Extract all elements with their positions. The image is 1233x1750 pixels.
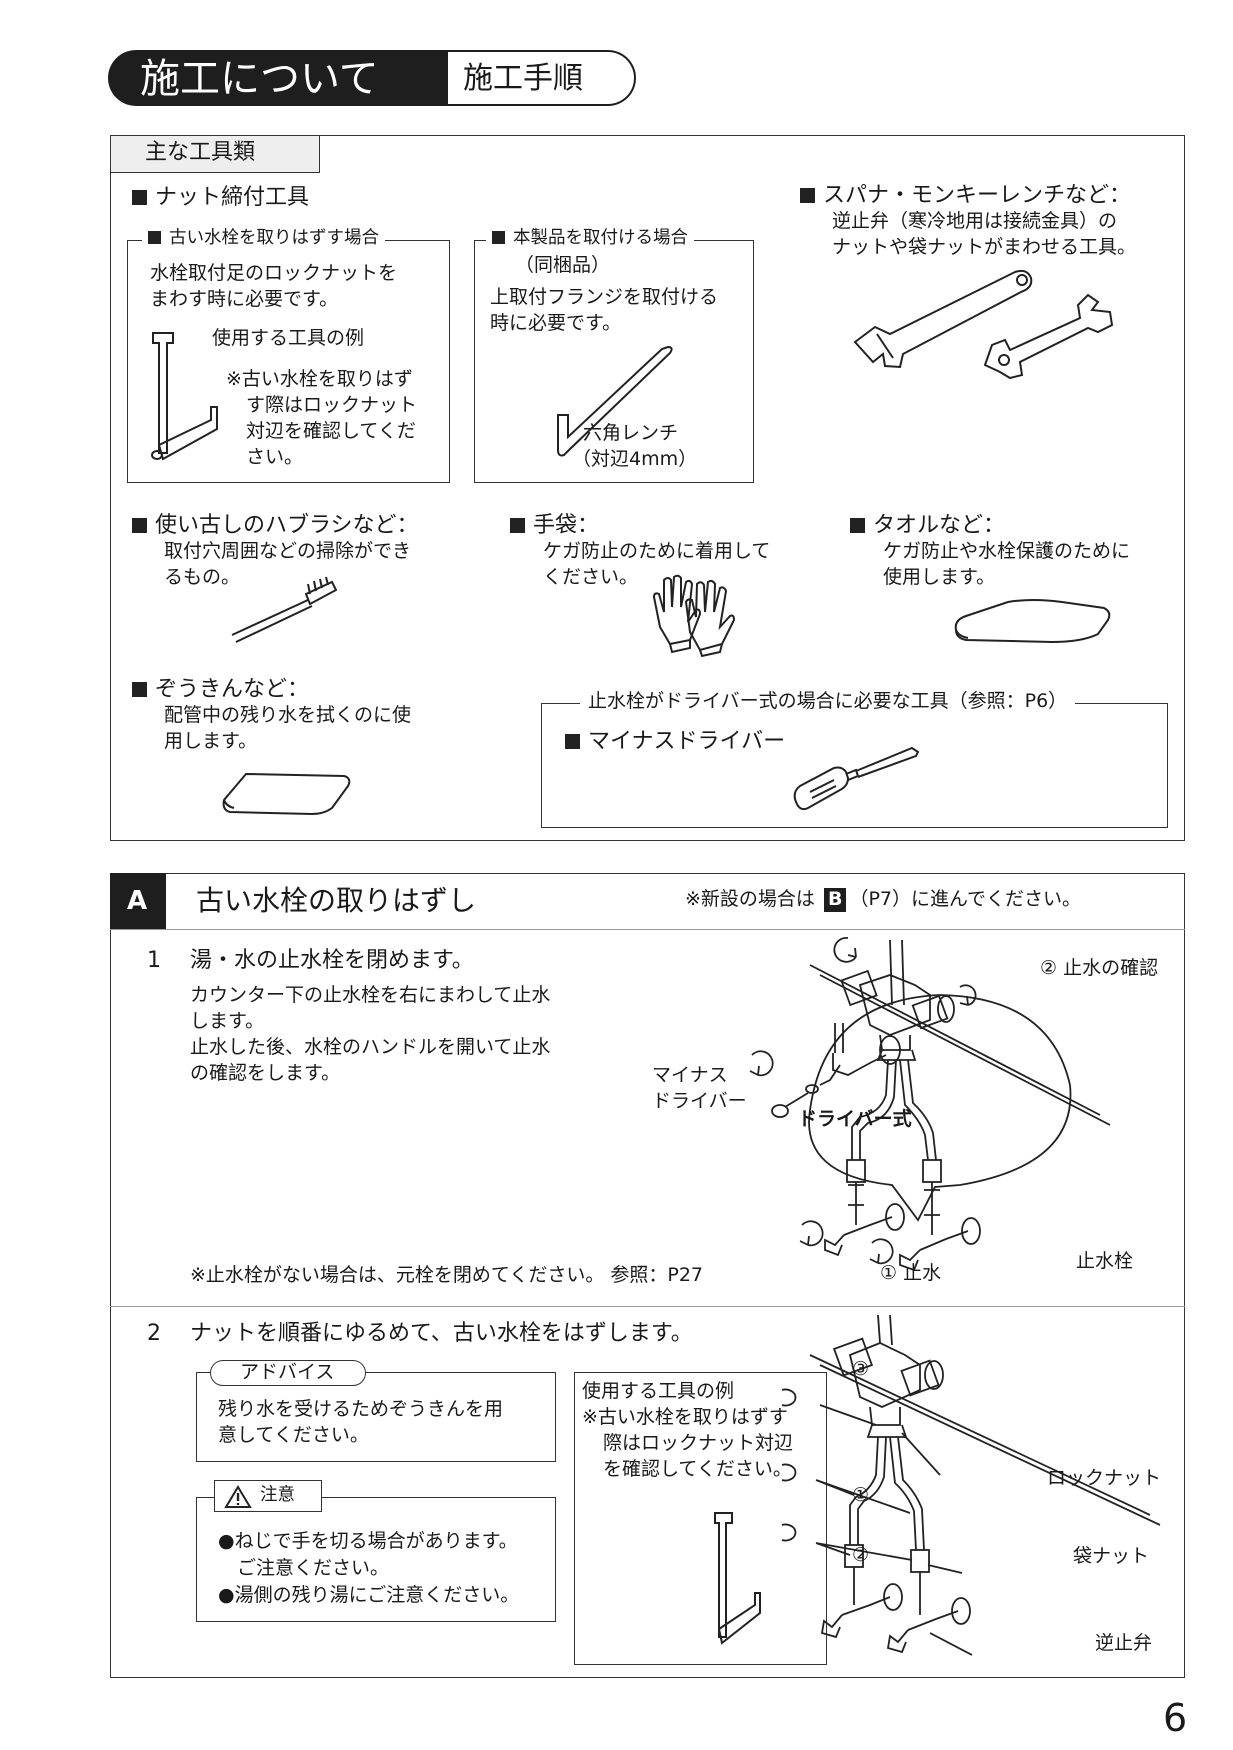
step1-desc3: 止水した後、水栓のハンドルを開いて止水 <box>190 1036 551 1058</box>
driver-heading: マイナスドライバー <box>565 728 785 756</box>
monkey-wrench-icon <box>853 269 1033 369</box>
section-a-badge-letter: A <box>127 886 148 916</box>
label-driver-type: ドライバー式 <box>798 1108 912 1130</box>
spanner-desc1: 逆止弁（寒冷地用は接続金具）の <box>832 210 1118 232</box>
hex-wrench-size: （対辺4mm） <box>572 448 698 470</box>
page-number: 6 <box>1163 1696 1188 1740</box>
advice-line2: 意してください。 <box>218 1424 369 1446</box>
label-valve: 止水栓 <box>1076 1250 1134 1272</box>
brush-desc1: 取付穴周囲などの掃除ができ <box>164 540 412 562</box>
label-check: ② 止水の確認 <box>1040 957 1159 979</box>
rag-heading: ぞうきんなど： <box>132 676 309 704</box>
tool-example-line1: ※古い水栓を取りはずす <box>582 1406 788 1428</box>
old-note-3: 対辺を確認してくだ <box>246 420 416 442</box>
spanner-icon <box>983 293 1114 380</box>
page-header: 施工について 施工手順 <box>108 50 638 106</box>
step1-footnote: ※止水栓がない場合は、元栓を閉めてください。 参照：P27 <box>190 1264 704 1286</box>
step1-title: 湯・水の止水栓を閉めます。 <box>190 948 474 973</box>
caution-line2: ご注意ください。 <box>237 1557 390 1579</box>
rag-desc1: 配管中の残り水を拭くのに使 <box>164 704 412 726</box>
section-a-badge <box>110 873 166 929</box>
step1-desc2: します。 <box>190 1010 265 1032</box>
tool-example-title: 使用する工具の例 <box>582 1380 735 1402</box>
brush-heading: 使い古しのハブラシなど： <box>132 512 419 540</box>
new-product-title: 本製品を取付ける場合 <box>486 228 694 250</box>
advice-title: アドバイス <box>240 1361 335 1383</box>
section-a-panel <box>110 873 1185 1678</box>
old-faucet-desc1: 水栓取付足のロックナットを <box>150 262 398 284</box>
toothbrush-icon <box>231 576 338 643</box>
stop-valve-illustration <box>749 937 1111 1272</box>
old-note-2: す際はロックナット <box>246 394 418 416</box>
tool-example-label: 使用する工具の例 <box>212 327 365 349</box>
caution-line1: ●ねじで手を切る場合があります。 <box>218 1530 518 1552</box>
towel-desc1: ケガ防止や水栓保護のために <box>883 540 1131 562</box>
step1-desc1: カウンター下の止水栓を右にまわして止水 <box>190 984 551 1006</box>
label-driver-1: マイナス <box>652 1064 728 1086</box>
warning-icon <box>224 1485 252 1508</box>
step2-title: ナットを順番にゆるめて、古い水栓をはずします。 <box>190 1321 693 1346</box>
advice-line1: 残り水を受けるためぞうきんを用 <box>218 1398 504 1420</box>
new-product-desc2: 時に必要です。 <box>490 312 622 334</box>
towel-heading: タオルなど： <box>850 512 1005 540</box>
label-locknut: ロックナット <box>1047 1467 1162 1489</box>
nut-tool-heading: ナット締付工具 <box>132 184 309 212</box>
step1-number: 1 <box>147 948 161 973</box>
gloves-desc2: ください。 <box>543 566 639 588</box>
old-note-1: ※古い水栓を取りはず <box>226 368 413 390</box>
tools-label-box <box>110 135 320 173</box>
caution-box <box>196 1497 556 1622</box>
bullet-square <box>132 190 147 205</box>
screwdriver-icon <box>793 746 920 811</box>
hex-wrench-label: 六角レンチ <box>583 422 679 444</box>
locknut-wrench-icon <box>151 332 218 461</box>
label-checkvalve: 逆止弁 <box>1095 1632 1153 1654</box>
old-note-4: さい。 <box>246 446 304 468</box>
tools-label: 主な工具類 <box>145 140 256 165</box>
rag-desc2: 用します。 <box>164 730 258 752</box>
spanner-heading: スパナ・モンキーレンチなど： <box>800 182 1131 210</box>
new-product-desc1: 上取付フランジを取付ける <box>490 286 719 308</box>
driver-tool-title: 止水栓がドライバー式の場合に必要な工具（参照：P6） <box>580 690 1076 714</box>
caution-line3: ●湯側の残り湯にご注意ください。 <box>218 1584 520 1606</box>
tool-example-box <box>574 1372 827 1665</box>
page-subtitle: 施工手順 <box>463 61 583 96</box>
label-n1: ① <box>852 1484 870 1506</box>
tool-example-line2: 際はロックナット対辺 <box>603 1432 794 1454</box>
header-title-pill <box>108 50 448 106</box>
label-driver-2: ドライバー <box>652 1090 747 1112</box>
old-faucet-desc2: まわす時に必要です。 <box>150 288 339 310</box>
gloves-desc1: ケガ防止のために着用して <box>543 540 771 562</box>
header-subtitle-box <box>446 50 636 106</box>
section-a-title: 古い水栓の取りはずし <box>196 884 477 917</box>
section-b-badge: B <box>823 888 847 912</box>
tool-example-line3: を確認してください。 <box>603 1458 792 1480</box>
spanner-desc2: ナットや袋ナットがまわせる工具。 <box>832 236 1137 258</box>
step1-desc4: の確認をします。 <box>190 1062 341 1084</box>
advice-box <box>196 1372 556 1462</box>
label-bagnut: 袋ナット <box>1073 1545 1150 1567</box>
new-product-title2: （同梱品） <box>515 254 611 276</box>
towel-icon <box>954 599 1111 644</box>
towel-desc2: 使用します。 <box>883 566 996 588</box>
faucet-removal-illustration <box>781 1314 1161 1656</box>
section-a-divider <box>110 929 1185 930</box>
label-n3: ③ <box>852 1358 870 1380</box>
gloves-heading: 手袋： <box>510 512 599 540</box>
label-n2: ② <box>852 1544 870 1566</box>
page-title: 施工について <box>140 56 379 102</box>
advice-title-pill <box>210 1360 366 1386</box>
brush-desc2: るもの。 <box>164 566 241 588</box>
hex-wrench-icon <box>557 345 673 457</box>
tools-panel <box>110 135 1185 841</box>
step2-number: 2 <box>147 1321 161 1346</box>
locknut-wrench-example-icon <box>714 1512 761 1645</box>
gloves-icon <box>652 574 736 658</box>
label-stop: ① 止水 <box>880 1262 942 1284</box>
step-divider <box>110 1306 1185 1307</box>
caution-title: 注意 <box>260 1485 295 1505</box>
rag-icon <box>222 772 351 816</box>
section-a-note: ※新設の場合は B（P7）に進んでください。 <box>685 888 1082 912</box>
old-faucet-title: 古い水栓を取りはずす場合 <box>142 228 385 250</box>
